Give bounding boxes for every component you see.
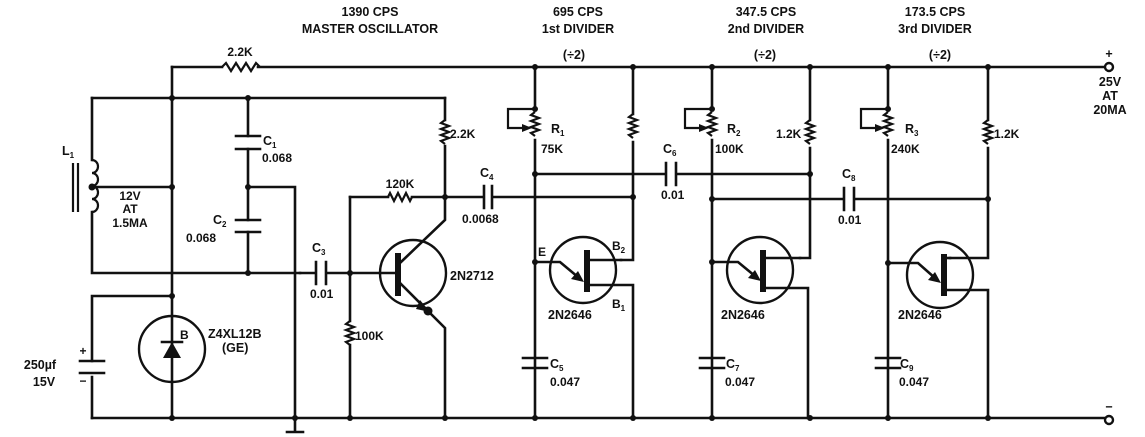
c7-value: 0.047	[725, 375, 755, 389]
resistor-1-2k-b2-2: 1.2K	[776, 65, 818, 260]
c9-ref: C9	[900, 357, 914, 373]
div2-frequency: 347.5 CPS	[736, 5, 796, 19]
r-base-value: 100K	[355, 329, 384, 343]
c7-ref: C7	[726, 357, 740, 373]
l1-at: AT	[122, 202, 138, 216]
inductor-l1: L1 12V AT 1.5MA	[62, 96, 302, 275]
positive-supply-rail: 2.2K	[170, 45, 1106, 74]
stage-label-2nd-divider: 347.5 CPS 2nd DIVIDER (÷2)	[728, 5, 804, 62]
r3-ref: R3	[905, 122, 919, 138]
c6-ref: C6	[663, 142, 677, 158]
stage-label-1st-divider: 695 CPS 1st DIVIDER (÷2)	[542, 5, 614, 62]
capacitor-c5: C5 0.047	[521, 356, 580, 389]
c2-ref: C2	[213, 213, 227, 229]
potentiometer-r3: R3 240K	[859, 65, 920, 420]
div3-name: 3rd DIVIDER	[898, 22, 972, 36]
capacitor-c7: C7 0.047	[698, 356, 755, 389]
transistor-2n2712: 2N2712	[378, 195, 494, 420]
c1-value: 0.068	[262, 151, 292, 165]
resistor-b2-1	[619, 65, 641, 262]
master-frequency: 1390 CPS	[342, 5, 399, 19]
capacitor-c3: C3 0.01	[298, 241, 382, 301]
zener-diode-z4xl12b: B Z4XL12B (GE)	[137, 314, 262, 384]
c2-value: 0.068	[186, 231, 216, 245]
q1-pin-b2: B2	[612, 239, 626, 255]
c5-ref: C5	[550, 357, 564, 373]
stage-label-3rd-divider: 173.5 CPS 3rd DIVIDER (÷2)	[898, 5, 972, 62]
q-osc-part: 2N2712	[450, 269, 494, 283]
c3-ref: C3	[312, 241, 326, 257]
stage-label-master-oscillator: 1390 CPS MASTER OSCILLATOR	[302, 5, 438, 36]
div2-name: 2nd DIVIDER	[728, 22, 804, 36]
ground-symbol	[285, 416, 305, 434]
cfilter-voltage: 15V	[33, 375, 56, 389]
zener-part: Z4XL12B	[208, 327, 262, 341]
c4-value: 0.0068	[462, 212, 499, 226]
cfilter-value: 250µf	[24, 358, 57, 372]
r-b2-3-value: 1.2K	[994, 127, 1020, 141]
l1-voltage: 12V	[119, 189, 140, 203]
r2-value: 100K	[715, 142, 744, 156]
div1-name: 1st DIVIDER	[542, 22, 614, 36]
ground-rail	[90, 415, 1106, 434]
cfilter-plus: +	[79, 344, 86, 358]
r-b2-2-value: 1.2K	[776, 127, 802, 141]
positive-terminal: + 25V AT 20MA	[1093, 47, 1126, 117]
q1-pin-e: E	[538, 245, 546, 259]
zener-pin: B	[180, 328, 189, 342]
q2-part: 2N2646	[721, 308, 765, 322]
c6-value: 0.01	[661, 188, 685, 202]
c8-ref: C8	[842, 167, 856, 183]
c8-value: 0.01	[838, 213, 862, 227]
zener-maker: (GE)	[222, 341, 248, 355]
div3-ratio: (÷2)	[929, 48, 951, 62]
resistor-2-2k-top	[221, 60, 261, 74]
div1-frequency: 695 CPS	[553, 5, 603, 19]
c5-value: 0.047	[550, 375, 580, 389]
r-collector-value: 2.2K	[450, 127, 476, 141]
capacitor-c8: C8 0.01	[710, 167, 991, 227]
c9-value: 0.047	[899, 375, 929, 389]
l1-current: 1.5MA	[112, 216, 148, 230]
r3-value: 240K	[891, 142, 920, 156]
master-name: MASTER OSCILLATOR	[302, 22, 438, 36]
filter-capacitor-250uf: + − 250µf 15V	[24, 293, 175, 420]
div2-ratio: (÷2)	[754, 48, 776, 62]
resistor-120k-feedback: 120K	[348, 177, 447, 204]
capacitor-c2: C2 0.068	[186, 184, 297, 420]
r1-ref: R1	[551, 122, 565, 138]
negative-terminal: −	[1103, 400, 1115, 426]
q1-part: 2N2646	[548, 308, 592, 322]
c4-ref: C4	[480, 166, 494, 182]
q1-pin-b1: B1	[612, 297, 626, 313]
l1-ref: L1	[62, 144, 75, 160]
r1-value: 75K	[541, 142, 563, 156]
ujt-q3-2n2646: 2N2646	[885, 240, 990, 420]
resistor-2-2k-collector: 2.2K	[437, 96, 476, 200]
supply-voltage: 25V	[1099, 75, 1122, 89]
potentiometer-r2: R2 100K	[683, 65, 744, 420]
resistor-100k-base: 100K	[342, 195, 384, 420]
minus-sign: −	[1105, 400, 1112, 414]
ujt-q1-2n2646: E B2 B1 2N2646	[532, 235, 635, 420]
supply-current: 20MA	[1093, 103, 1126, 117]
supply-at: AT	[1102, 89, 1118, 103]
div1-ratio: (÷2)	[563, 48, 585, 62]
r2-ref: R2	[727, 122, 741, 138]
capacitor-c4: C4 0.0068	[443, 166, 636, 226]
div3-frequency: 173.5 CPS	[905, 5, 965, 19]
capacitor-c1: C1 0.068	[234, 96, 292, 189]
capacitor-c6: C6 0.01	[533, 142, 813, 202]
r-feedback-value: 120K	[386, 177, 415, 191]
c1-ref: C1	[263, 134, 277, 150]
cfilter-minus: −	[79, 374, 86, 388]
ujt-q2-2n2646: 2N2646	[709, 235, 810, 420]
capacitor-c9: C9 0.047	[874, 356, 929, 389]
r-top-value: 2.2K	[227, 45, 253, 59]
c3-value: 0.01	[310, 287, 334, 301]
plus-sign: +	[1105, 47, 1112, 61]
resistor-1-2k-b2-3: 1.2K	[948, 65, 1020, 260]
q3-part: 2N2646	[898, 308, 942, 322]
